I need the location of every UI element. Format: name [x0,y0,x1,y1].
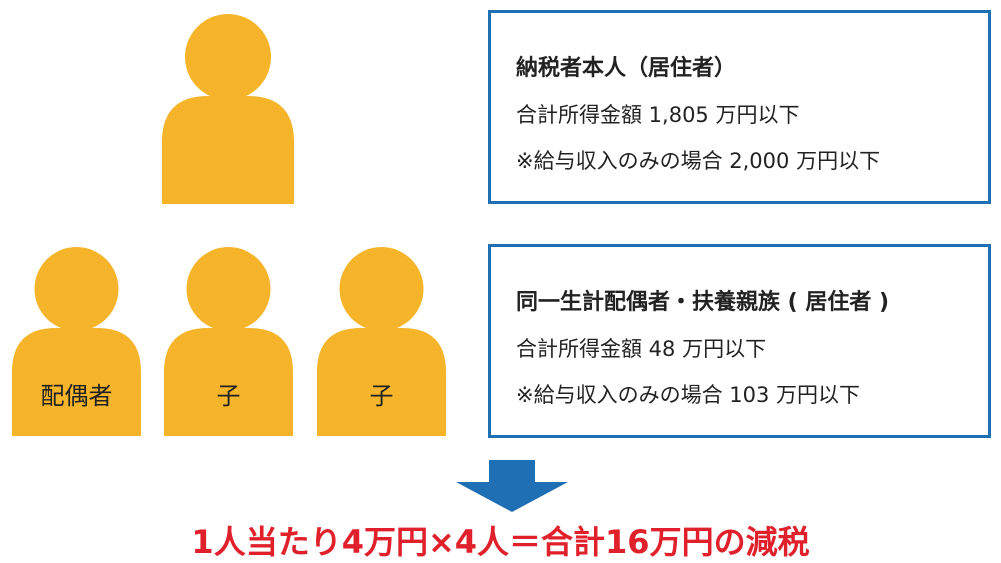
taxpayer-box-title: 納税者本人（居住者） [516,56,737,81]
taxpayer-head [185,14,271,100]
taxpayer-body [162,96,294,204]
taxpayer-condition-box: 納税者本人（居住者） 合計所得金額 1,805 万円以下 ※給与収入のみの場合 … [488,10,991,204]
tax-reduction-result: 1人当たり4万円×4人＝合計16万円の減税 [191,523,810,561]
dependents-income-limit: 合計所得金額 48 万円以下 [516,337,767,361]
spouse-body [12,328,141,436]
spouse-person-icon: 配偶者 [12,242,141,436]
spouse-label: 配偶者 [40,382,113,410]
taxpayer-person-icon [162,12,294,204]
child1-body [164,328,293,436]
child-person-icon: 子 [164,242,293,436]
child2-head [339,247,424,331]
taxpayer-income-limit: 合計所得金額 1,805 万円以下 [516,103,800,127]
dependents-salary-limit: ※給与収入のみの場合 103 万円以下 [516,383,861,407]
dependents-box-title: 同一生計配偶者・扶養親族 ( 居住者 ) [516,290,890,315]
dependents-condition-box: 同一生計配偶者・扶養親族 ( 居住者 ) 合計所得金額 48 万円以下 ※給与収… [488,244,991,438]
child1-label: 子 [216,382,241,410]
down-arrow-icon [456,460,568,512]
taxpayer-salary-limit: ※給与収入のみの場合 2,000 万円以下 [516,149,881,173]
child2-label: 子 [369,382,394,410]
child-person-icon: 子 [317,242,446,436]
child1-head [186,247,271,331]
spouse-head [34,247,119,331]
child2-body [317,328,446,436]
